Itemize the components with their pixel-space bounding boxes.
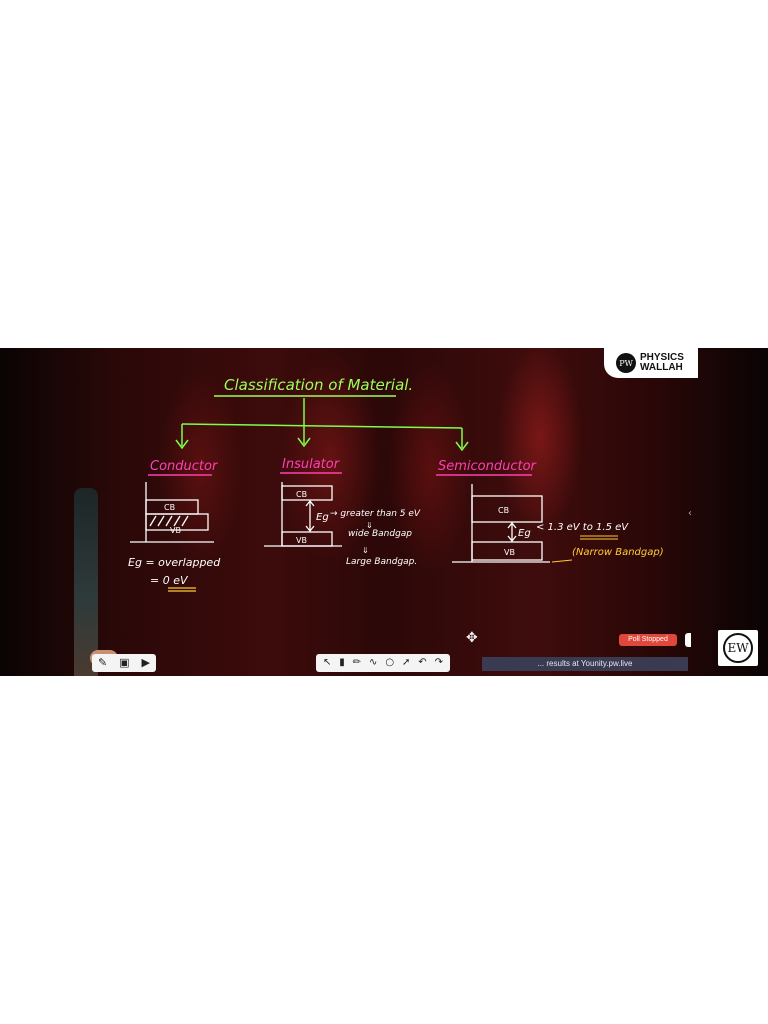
pen-icon[interactable]: ✎ — [97, 656, 108, 669]
presenter-silhouette — [74, 488, 98, 676]
insulator-vb-label: VB — [296, 536, 307, 545]
conductor-band-diagram — [130, 482, 214, 543]
logo-text-line2: WALLAH — [640, 362, 683, 373]
drawing-toolbar: ↖ ▮ ✏ ∿ ○ ➚ ↶ ↷ — [316, 654, 450, 672]
marker-icon[interactable]: ✏ — [352, 657, 362, 668]
logo-text-line1: PHYSICS — [640, 352, 684, 363]
board-drawing: Classification of Material. Conductor In… — [128, 376, 664, 592]
pointer-icon[interactable]: ↖ — [322, 657, 332, 668]
heading-semiconductor: Semiconductor — [438, 459, 538, 474]
tree-branch — [181, 423, 463, 429]
ew-corner-logo: EW — [718, 630, 758, 666]
poll-side-tab[interactable] — [685, 633, 691, 647]
chalkboard-background — [0, 348, 768, 676]
semiconductor-range: < 1.3 eV to 1.5 eV — [536, 522, 629, 533]
lecture-video-frame: Classification of Material. Conductor In… — [0, 348, 768, 676]
semiconductor-narrow-note: (Narrow Bandgap) — [572, 547, 664, 558]
insulator-large-note: Large Bandgap. — [346, 557, 417, 567]
insulator-band-diagram — [264, 482, 342, 547]
laser-icon[interactable]: ➚ — [401, 657, 411, 668]
poll-status-badge: Poll Stopped — [619, 634, 677, 646]
conductor-eq-line1: Eg = overlapped — [128, 556, 221, 569]
insulator-wide-note: wide Bandgap — [348, 529, 412, 539]
move-icon[interactable]: ✥ — [466, 630, 478, 646]
insulator-eg-label: Eg — [316, 512, 329, 523]
semiconductor-cb-label: CB — [498, 506, 509, 515]
semiconductor-band-diagram — [452, 484, 550, 563]
shape-icon[interactable]: ○ — [385, 657, 395, 668]
results-banner[interactable]: ... results at Younity.pw.live — [482, 657, 688, 671]
semiconductor-vb-label: VB — [504, 548, 515, 557]
heading-insulator: Insulator — [282, 457, 341, 472]
insulator-cb-label: CB — [296, 490, 307, 499]
redo-icon[interactable]: ↷ — [434, 657, 443, 668]
heading-conductor: Conductor — [150, 459, 219, 474]
conductor-vb-label: VB — [170, 526, 181, 535]
undo-icon[interactable]: ↶ — [418, 657, 427, 668]
physics-wallah-logo: PW PHYSICS WALLAH — [604, 348, 698, 378]
arrow-down-icon — [297, 437, 311, 448]
camera-icon[interactable]: ▣ — [119, 656, 130, 669]
curve-icon[interactable]: ∿ — [369, 657, 378, 668]
media-toolbar: ✎ ▣ ▶ — [92, 654, 156, 672]
pw-logo-icon: PW — [616, 353, 636, 373]
board-title: Classification of Material. — [224, 376, 413, 394]
highlighter-icon[interactable]: ▮ — [339, 657, 345, 668]
arrow-down-icon — [175, 439, 189, 450]
conductor-eq-line2: = 0 eV — [150, 574, 189, 587]
conductor-cb-label: CB — [164, 503, 175, 512]
semiconductor-eg-label: Eg — [518, 528, 531, 539]
chevron-left-icon: ‹ — [688, 508, 692, 519]
play-icon[interactable]: ▶ — [141, 656, 151, 669]
insulator-gap-note: → greater than 5 eV — [330, 509, 421, 519]
arrow-down-icon — [455, 441, 469, 452]
down-arrow-glyph: ⇓ — [362, 546, 369, 555]
down-arrow-glyph: ⇓ — [366, 521, 373, 530]
ew-logo-icon: EW — [723, 633, 753, 663]
